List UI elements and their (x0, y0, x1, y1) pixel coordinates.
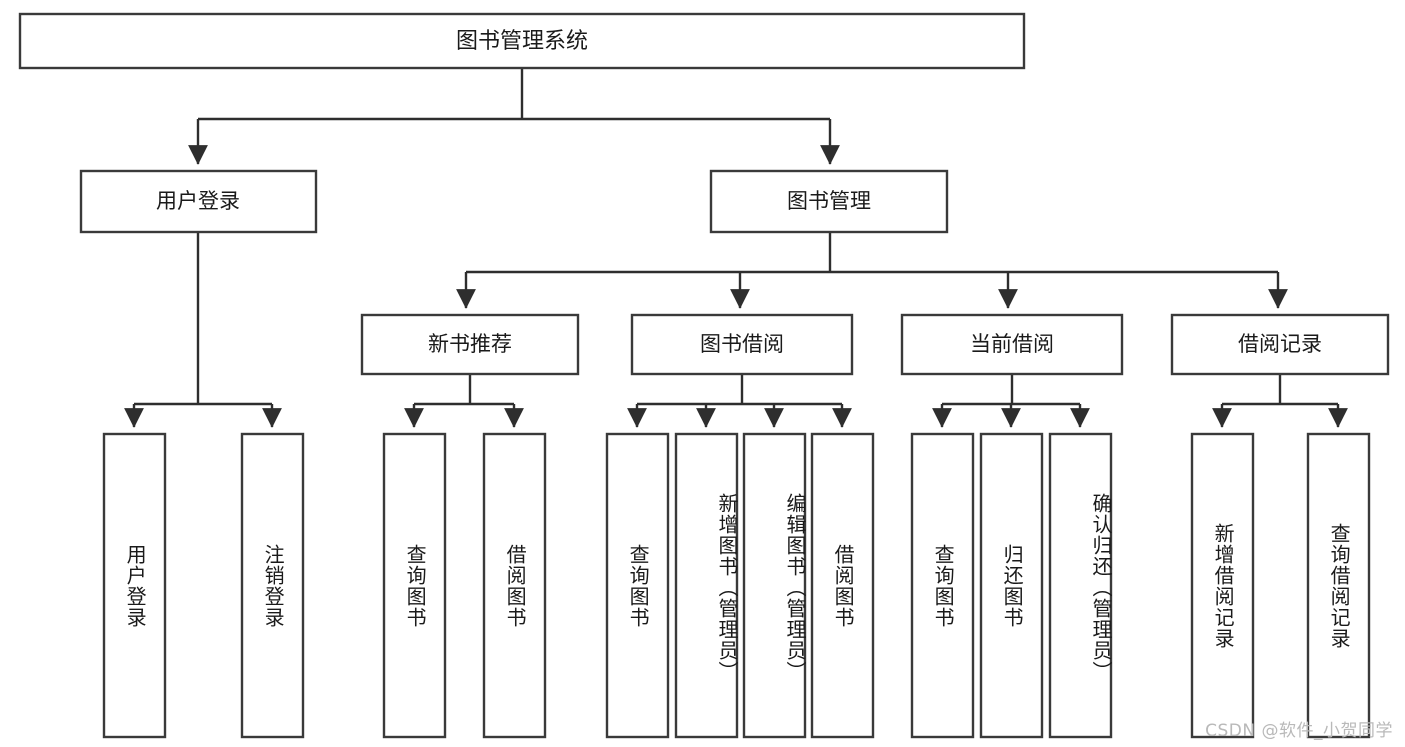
node-book-borrow-box[interactable] (630, 313, 854, 376)
node-book-borrow-label: 图书借阅 (700, 332, 784, 356)
connector-group-root (188, 68, 840, 165)
node-borrow-record[interactable]: 借阅记录 (1170, 313, 1390, 376)
node-user-login-label: 用户登录 (156, 189, 240, 213)
connector-group-book-manage (456, 232, 1288, 309)
node-user-login[interactable]: 用户登录 (79, 169, 318, 234)
node-new-book-recommend[interactable]: 新书推荐 (360, 313, 580, 376)
leaf-box-borrow-book-1[interactable] (482, 432, 547, 739)
leaf-box-query-book-1[interactable] (382, 432, 447, 739)
leaf-box-add-book[interactable] (674, 432, 739, 739)
connector-group-borrow-record (1212, 374, 1348, 428)
node-borrow-record-label: 借阅记录 (1238, 332, 1322, 356)
node-user-login-box[interactable] (79, 169, 318, 234)
node-new-book-recommend-box[interactable] (360, 313, 580, 376)
node-borrow-record-box[interactable] (1170, 313, 1390, 376)
node-root-box[interactable] (18, 12, 1026, 70)
node-current-borrow[interactable]: 当前借阅 (900, 313, 1124, 376)
connector-group-current-borrow (932, 374, 1090, 428)
node-current-borrow-label: 当前借阅 (970, 332, 1054, 356)
leaf-box-query-book-3[interactable] (910, 432, 975, 739)
leaf-box-edit-book[interactable] (742, 432, 807, 739)
connector-group-user-login (124, 232, 282, 428)
node-book-manage-box[interactable] (709, 169, 949, 234)
connector-group-book-borrow (627, 374, 852, 428)
node-current-borrow-box[interactable] (900, 313, 1124, 376)
leaf-box-query-book-2[interactable] (605, 432, 670, 739)
watermark-text: CSDN @软件_小贺同学 (1205, 721, 1393, 741)
leaf-box-logout[interactable] (240, 432, 305, 739)
node-new-book-recommend-label: 新书推荐 (428, 332, 512, 356)
leaf-boxes (102, 432, 1371, 739)
node-book-manage-label: 图书管理 (787, 189, 871, 213)
leaf-box-confirm-return[interactable] (1048, 432, 1113, 739)
leaf-box-return-book[interactable] (979, 432, 1044, 739)
connector-group-new-book-recommend (404, 374, 524, 428)
node-book-borrow[interactable]: 图书借阅 (630, 313, 854, 376)
leaf-box-add-record[interactable] (1190, 432, 1255, 739)
leaf-box-user-login[interactable] (102, 432, 167, 739)
node-book-manage[interactable]: 图书管理 (709, 169, 949, 234)
node-root[interactable]: 图书管理系统 (18, 12, 1026, 70)
node-root-label: 图书管理系统 (456, 29, 588, 54)
leaf-box-query-record[interactable] (1306, 432, 1371, 739)
leaf-box-borrow-book-2[interactable] (810, 432, 875, 739)
